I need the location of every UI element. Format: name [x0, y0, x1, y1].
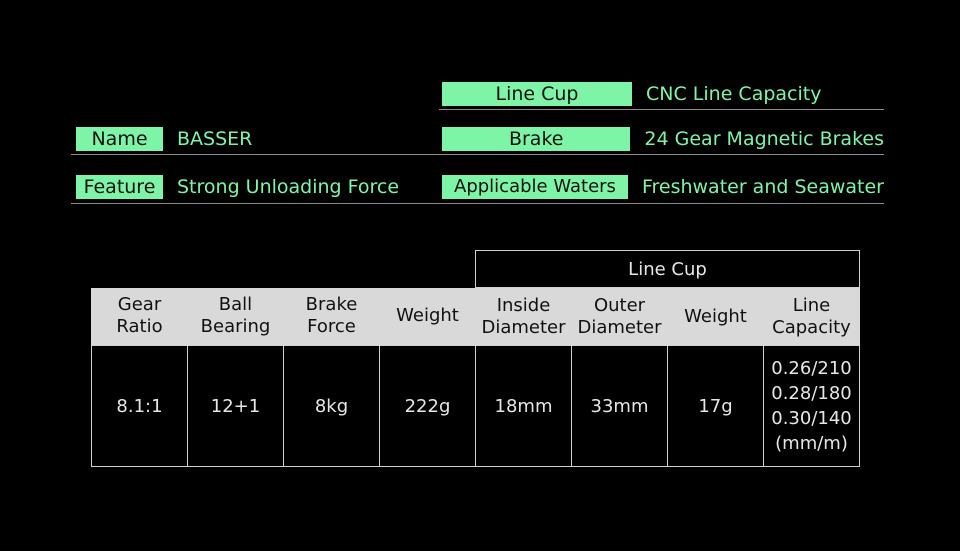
header-text: Force — [307, 316, 356, 338]
cell-brake-force: 8kg — [283, 345, 380, 467]
table-row: 8.1:1 12+1 8kg 222g 18mm 33mm 17g 0.26/2… — [91, 345, 860, 467]
spec-row-waters: Applicable Waters Freshwater and Seawate… — [439, 170, 884, 204]
header-text: Outer — [593, 294, 646, 316]
line-cup-group-header: Line Cup — [475, 250, 860, 288]
cell-gear-ratio: 8.1:1 — [91, 345, 188, 467]
capacity-unit: (mm/m) — [775, 433, 848, 454]
spec-value-feature: Strong Unloading Force — [177, 175, 400, 198]
cell-outer-diameter: 33mm — [571, 345, 668, 467]
spec-label-line-cup: Line Cup — [442, 81, 632, 106]
spec-row-feature: Feature Strong Unloading Force — [71, 170, 439, 204]
spec-label-feature: Feature — [76, 174, 163, 199]
spec-value-name: BASSER — [177, 127, 253, 150]
capacity-line: 0.30/140 — [771, 408, 852, 429]
header-text: Brake — [305, 294, 358, 316]
cell-cup-weight: 17g — [667, 345, 764, 467]
spec-row-line-cup: Line Cup CNC Line Capacity — [439, 78, 884, 110]
spec-label-name: Name — [76, 126, 163, 151]
spec-label-waters: Applicable Waters — [442, 174, 628, 199]
header-text: Line — [792, 294, 831, 316]
capacity-line: 0.26/210 — [771, 358, 852, 379]
spec-value-line-cup: CNC Line Capacity — [646, 82, 822, 105]
header-text: Weight — [396, 305, 459, 327]
cell-line-capacity: 0.26/210 0.28/180 0.30/140 (mm/m) — [763, 345, 860, 467]
header-text: Diameter — [481, 316, 566, 338]
cell-ball-bearing: 12+1 — [187, 345, 284, 467]
header-cup-weight: Weight — [667, 287, 764, 346]
header-text: Ball — [218, 294, 253, 316]
capacity-line: 0.28/180 — [771, 383, 852, 404]
header-text: Bearing — [200, 316, 271, 338]
header-weight: Weight — [379, 287, 476, 346]
spec-label-brake: Brake — [442, 126, 631, 151]
header-text: Diameter — [577, 316, 662, 338]
header-text: Capacity — [772, 316, 851, 338]
empty-header-space — [92, 251, 476, 288]
group-header-row: Line Cup — [92, 250, 860, 288]
header-text: Ratio — [116, 316, 163, 338]
cell-weight: 222g — [379, 345, 476, 467]
header-text: Weight — [684, 305, 747, 327]
header-text: Gear — [117, 294, 162, 316]
spec-value-waters: Freshwater and Seawater — [641, 175, 884, 198]
header-text: Inside — [496, 294, 551, 316]
spec-row-brake: Brake 24 Gear Magnetic Brakes — [439, 123, 884, 155]
spec-value-brake: 24 Gear Magnetic Brakes — [644, 127, 884, 150]
cell-inside-diameter: 18mm — [475, 345, 572, 467]
spec-row-name: Name BASSER — [71, 123, 439, 155]
